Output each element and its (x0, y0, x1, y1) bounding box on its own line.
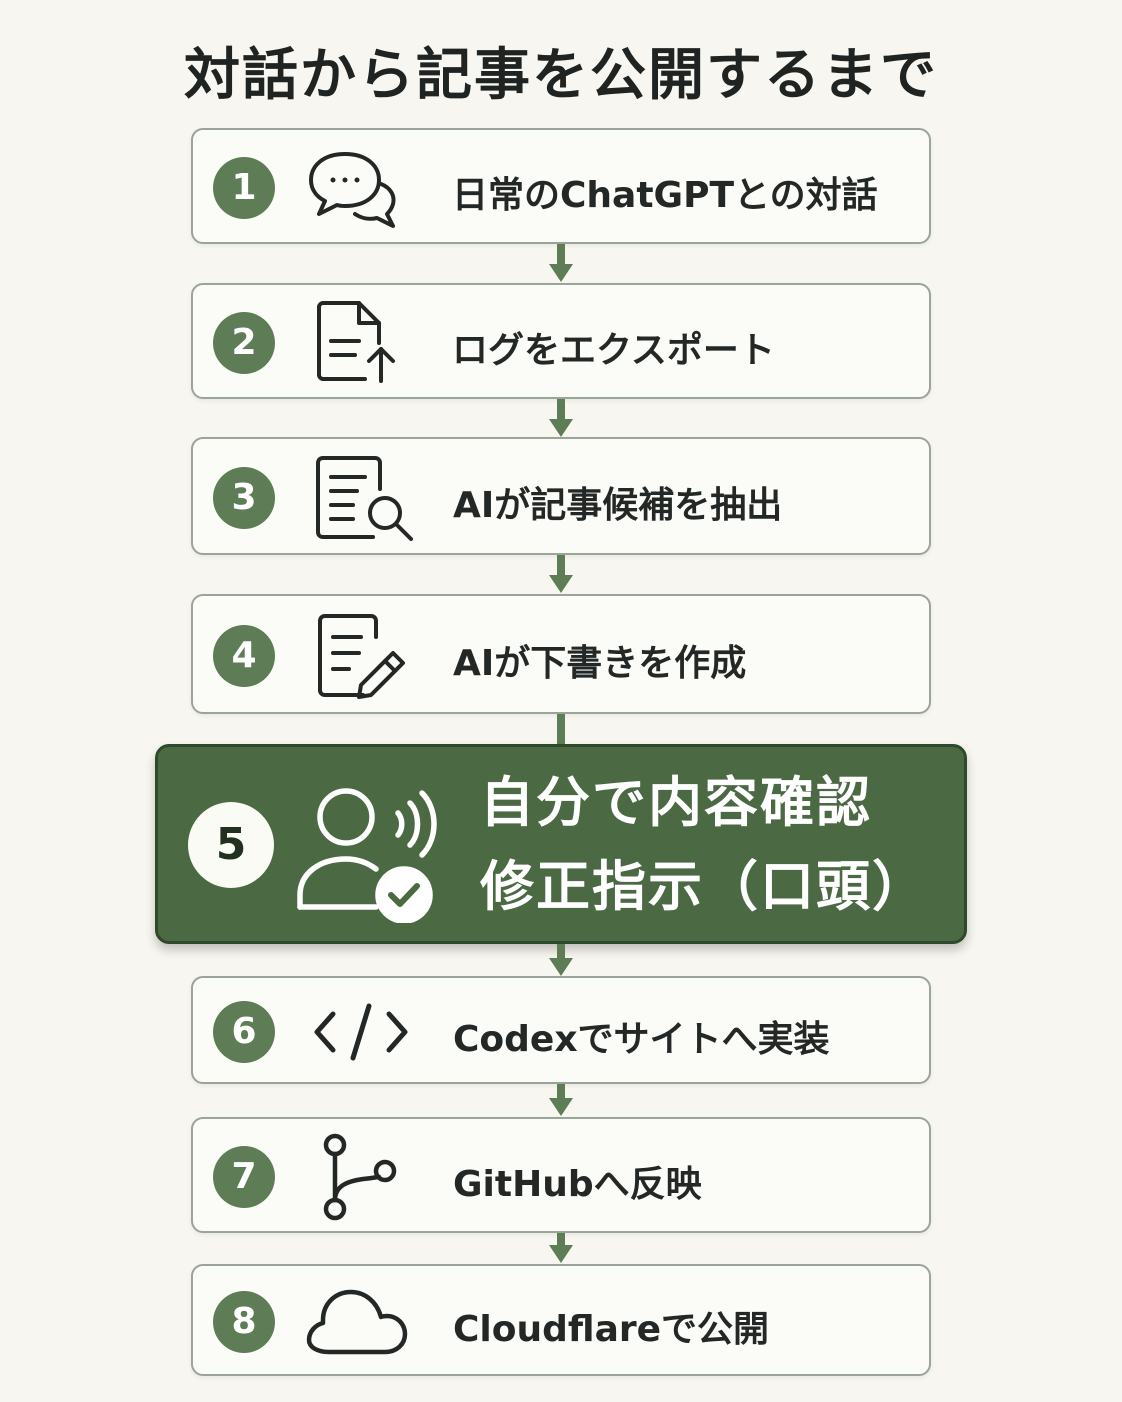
connector-arrow (547, 1084, 575, 1122)
step-label: Codexでサイトへ実装 (453, 1019, 830, 1060)
step-8: 8 Cloudflareで公開 (191, 1264, 931, 1376)
step-number-badge: 3 (213, 467, 275, 529)
page-title: 対話から記事を公開するまで (184, 43, 938, 108)
step-2: 2 ログをエクスポート (191, 283, 931, 399)
step-number-badge: 4 (213, 625, 275, 687)
step-label: AIが下書きを作成 (453, 643, 747, 684)
step-3: 3 AIが記事候補を抽出 (191, 437, 931, 555)
connector-arrow (547, 555, 575, 599)
connector-arrow (547, 1233, 575, 1269)
step-1: 1 日常のChatGPTとの対話 (191, 128, 931, 244)
step-label: GitHubへ反映 (453, 1164, 702, 1205)
document-edit-icon (315, 611, 411, 701)
connector-arrow (547, 244, 575, 288)
chat-bubbles-icon (305, 146, 401, 230)
step-label: Cloudflareで公開 (453, 1309, 770, 1350)
connector-arrow (547, 714, 575, 752)
step-number-badge: 8 (213, 1291, 275, 1353)
git-branch-icon (319, 1133, 401, 1223)
step-number-badge: 5 (188, 802, 274, 888)
step-number-badge: 1 (213, 157, 275, 219)
step-4: 4 AIが下書きを作成 (191, 594, 931, 714)
step-7: 7 GitHubへ反映 (191, 1117, 931, 1233)
user-voice-check-icon (294, 783, 450, 923)
document-search-icon (313, 453, 417, 543)
step-number-badge: 7 (213, 1146, 275, 1208)
code-icon (311, 1002, 411, 1062)
connector-arrow (547, 399, 575, 443)
step-number-badge: 6 (213, 1001, 275, 1063)
connector-arrow (547, 944, 575, 982)
step-label-line-2: 修正指示（口頭） (480, 855, 928, 918)
step-5: 5 自分で内容確認 修正指示（口頭） (155, 744, 967, 944)
step-label: ログをエクスポート (452, 330, 775, 371)
document-export-icon (315, 299, 405, 387)
step-number-badge: 2 (213, 312, 275, 374)
cloud-icon (305, 1286, 409, 1358)
step-label-line-1: 自分で内容確認 (480, 771, 872, 834)
step-label: 日常のChatGPTとの対話 (452, 175, 878, 216)
step-6: 6 Codexでサイトへ実装 (191, 976, 931, 1084)
step-label: AIが記事候補を抽出 (453, 485, 783, 526)
